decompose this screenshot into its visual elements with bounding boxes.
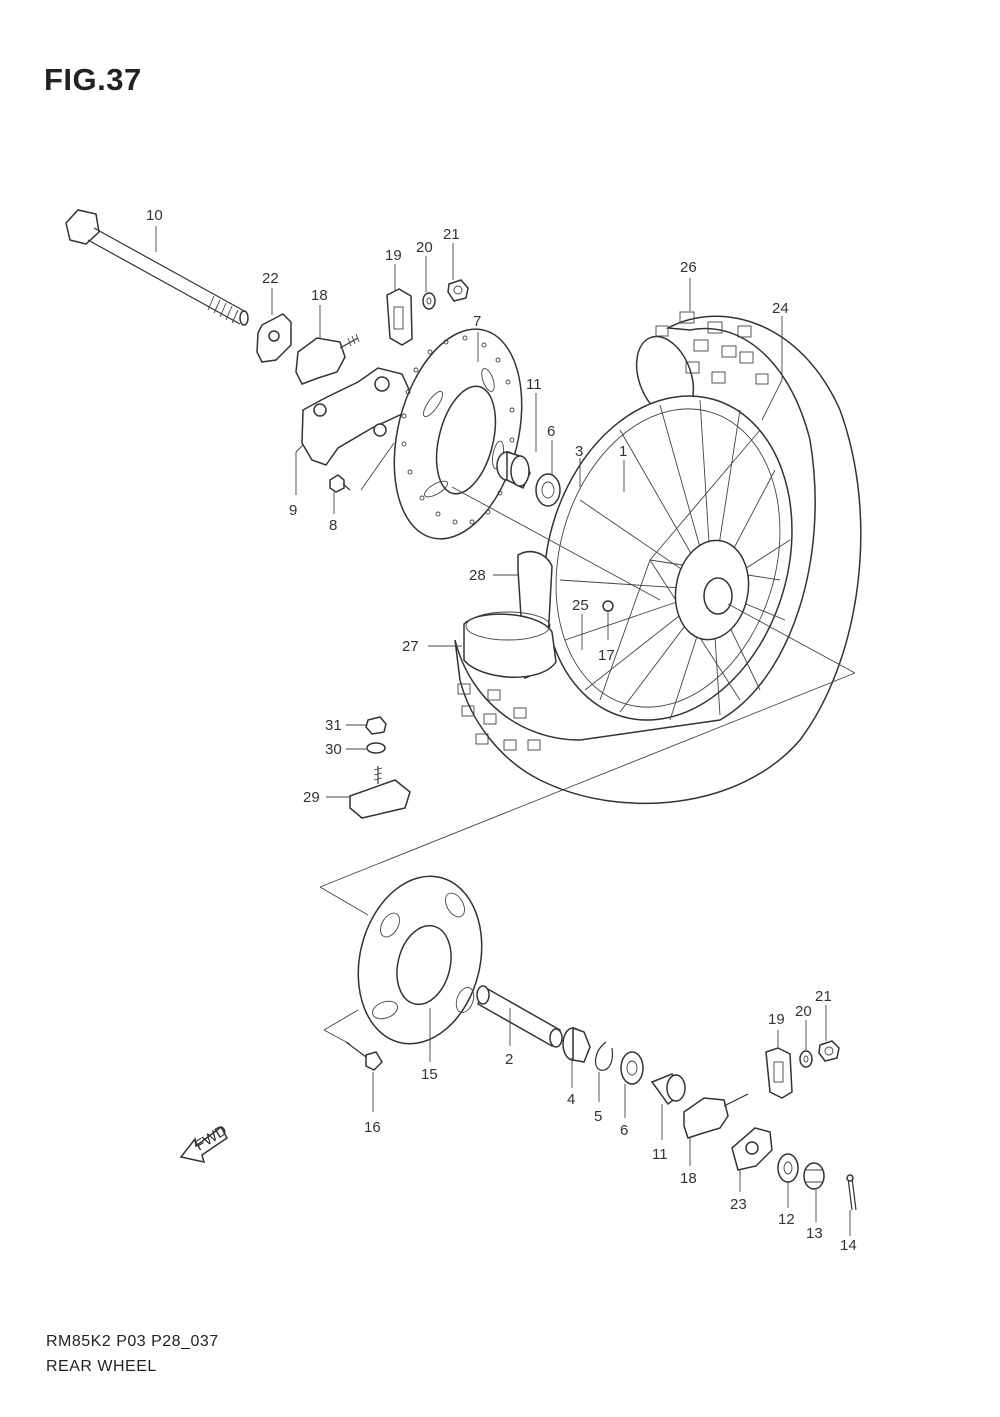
part-31-nut[interactable] (365, 716, 387, 735)
part-11-collar-bottom[interactable] (650, 1073, 686, 1106)
callout-14: 14 (840, 1237, 857, 1254)
callout-19-bottom: 19 (768, 1011, 785, 1028)
callout-20-bottom: 20 (795, 1003, 812, 1020)
callout-25: 25 (572, 597, 589, 614)
part-6-bearing-bottom[interactable] (620, 1051, 644, 1085)
part-4-bearing[interactable] (562, 1026, 591, 1063)
callout-13: 13 (806, 1225, 823, 1242)
callout-2: 2 (505, 1051, 513, 1068)
diagram-code: RM85K2 P03 P28_037 (46, 1333, 219, 1350)
callout-23: 23 (730, 1196, 747, 1213)
part-20-washer-bottom[interactable] (799, 1050, 813, 1068)
part-21-nut-bottom[interactable] (818, 1040, 840, 1062)
callout-4: 4 (567, 1091, 575, 1108)
callout-19-top: 19 (385, 247, 402, 264)
callout-28: 28 (469, 567, 486, 584)
callout-11-top: 11 (526, 376, 542, 393)
callout-5: 5 (594, 1108, 602, 1125)
callout-21-top: 21 (443, 226, 460, 243)
callout-29: 29 (303, 789, 320, 806)
callout-22: 22 (262, 270, 279, 287)
callout-1: 1 (619, 443, 627, 460)
callout-27: 27 (402, 638, 419, 655)
callout-6-top: 6 (547, 423, 555, 440)
callout-18-bottom: 18 (680, 1170, 697, 1187)
callout-18-top: 18 (311, 287, 328, 304)
part-12-washer[interactable] (777, 1153, 799, 1183)
part-6-bearing-top[interactable] (535, 473, 561, 507)
diagram-caption: REAR WHEEL (46, 1358, 157, 1375)
figure-title: FIG.37 (44, 62, 142, 97)
callout-6-bottom: 6 (620, 1122, 628, 1139)
callout-17: 17 (598, 647, 615, 664)
part-25-spokes[interactable] (559, 399, 791, 721)
part-21-nut-top[interactable] (447, 279, 469, 302)
callout-21-bottom: 21 (815, 988, 832, 1005)
part-11-collar-top[interactable] (496, 450, 531, 490)
part-22-chain-adjuster[interactable] (256, 313, 292, 363)
callout-3: 3 (575, 443, 583, 460)
leader-lines (155, 226, 851, 1236)
callout-16: 16 (364, 1119, 381, 1136)
callout-12: 12 (778, 1211, 795, 1228)
part-23-chain-adjuster[interactable] (731, 1127, 773, 1171)
callout-labels: 10 22 18 19 20 21 7 11 6 3 1 26 24 9 8 2… (146, 207, 857, 1254)
part-18-adjuster-block-right[interactable] (683, 1093, 749, 1139)
part-18-adjuster-block-left[interactable] (295, 333, 360, 385)
fwd-arrow-icon: FWD (179, 1122, 230, 1163)
part-15-sprocket[interactable] (341, 863, 499, 1057)
callout-11-bottom: 11 (652, 1146, 668, 1163)
callout-30: 30 (325, 741, 342, 758)
part-14-cotter-pin[interactable] (846, 1174, 857, 1211)
part-17-nipple[interactable] (602, 600, 614, 612)
callout-10: 10 (146, 207, 163, 224)
part-30-washer[interactable] (366, 742, 386, 754)
part-29-rim-lock[interactable] (349, 766, 411, 819)
part-19-spacer-bottom[interactable] (765, 1047, 793, 1099)
callout-24: 24 (772, 300, 789, 317)
callout-9: 9 (289, 502, 297, 519)
assembly-guide-lines (319, 442, 856, 1045)
part-20-washer-top[interactable] (422, 292, 436, 310)
part-13-castle-nut[interactable] (803, 1162, 825, 1190)
callout-26: 26 (680, 259, 697, 276)
part-16-bolt[interactable] (345, 1041, 383, 1071)
callout-7: 7 (473, 313, 481, 330)
part-10-axle[interactable] (65, 209, 249, 326)
part-8-bolt[interactable] (329, 474, 351, 493)
part-19-spacer-top[interactable] (386, 288, 413, 346)
part-27-tube[interactable] (457, 611, 557, 751)
part-2-spacer[interactable] (476, 985, 563, 1048)
part-7-brake-disc[interactable] (374, 316, 542, 553)
callout-31: 31 (325, 717, 342, 734)
part-5-circlip[interactable] (594, 1041, 614, 1071)
callout-20-top: 20 (416, 239, 433, 256)
callout-15: 15 (421, 1066, 438, 1083)
callout-8: 8 (329, 517, 337, 534)
